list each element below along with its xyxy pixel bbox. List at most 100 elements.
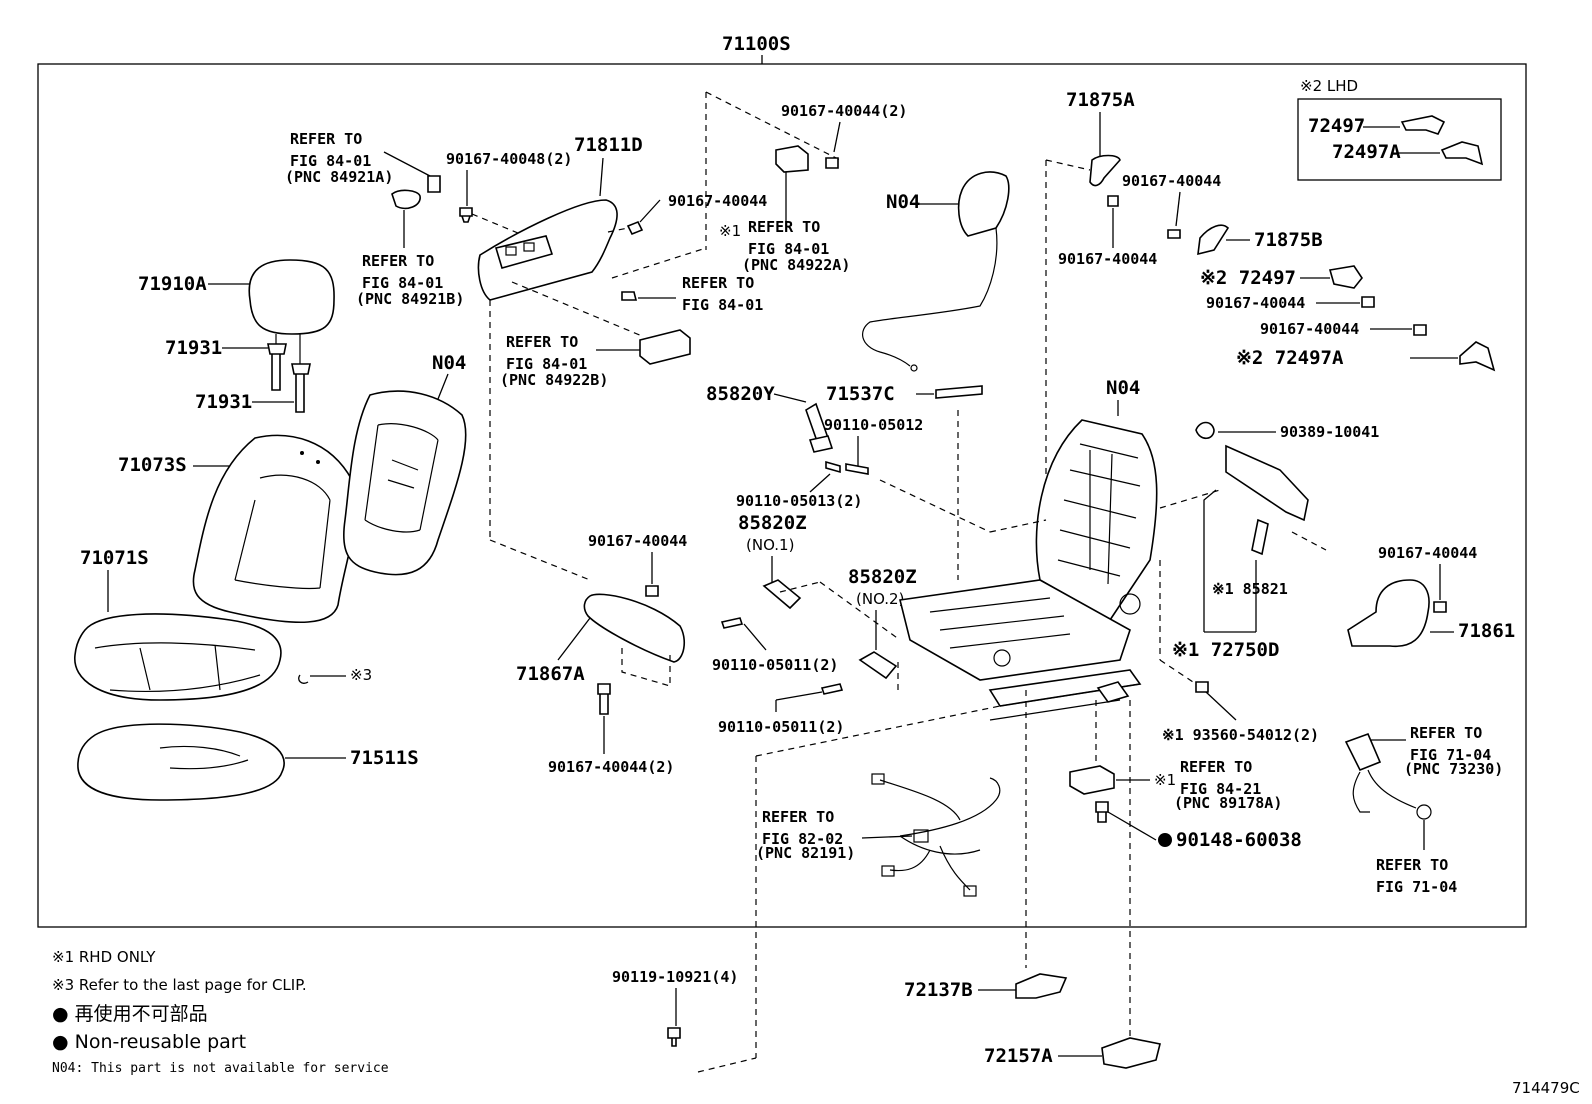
screw-90167-40044-2a [825, 157, 839, 169]
bolt-90110-05011-a [720, 617, 744, 629]
cover-71867a [583, 593, 686, 663]
figure-code: 714479C [1512, 1079, 1580, 1097]
label-note3: ※3 [350, 666, 372, 684]
note-clip: ※3 Refer to the last page for CLIP. [52, 976, 307, 994]
bolt-90119-10921 [667, 1027, 681, 1047]
refer-f-line2: FIG 84-21 [1180, 780, 1261, 798]
screw-90167-40044-g [645, 585, 659, 597]
sensor-85820z-no2 [858, 651, 898, 680]
refer-b-line3: (PNC 84921B) [356, 290, 464, 308]
label-71910a: 71910A [138, 273, 207, 295]
bolt-90110-05013 [825, 460, 841, 474]
note-non-reusable-en: ● Non-reusable part [52, 1031, 246, 1053]
label-90167-40044-e: 90167-40044 [1260, 320, 1359, 338]
label-90167-40044-a: 90167-40044 [668, 192, 767, 210]
label-n04-frame: N04 [1106, 377, 1140, 399]
refer-b-line2: FIG 84-01 [362, 274, 443, 292]
label-71875b: 71875B [1254, 229, 1323, 251]
refer-f-line3: (PNC 89178A) [1174, 794, 1282, 812]
screw-refer-c [621, 291, 638, 301]
refer-a-line2: FIG 84-01 [290, 152, 371, 170]
label-90148-60038: 90148-60038 [1176, 829, 1302, 851]
refer-g-line3: (PNC 73230) [1404, 760, 1503, 778]
label-72137b: 72137B [904, 979, 973, 1001]
bolt-90148 [1095, 801, 1109, 823]
label-71931-b: 71931 [195, 391, 252, 413]
headrest-support-a [267, 343, 287, 391]
bracket-72497a-lhd [1440, 141, 1484, 166]
buckle-73230 [1344, 732, 1382, 772]
screw-90167-40044-2b [597, 683, 611, 715]
label-90119-10921: 90119-10921(4) [612, 968, 738, 986]
label-85821: ※1 85821 [1212, 580, 1288, 598]
label-90167-40048: 90167-40048(2) [446, 150, 572, 168]
label-90110-05011-b: 90110-05011(2) [718, 718, 844, 736]
lhd-item-72497: 72497 [1308, 115, 1365, 137]
label-71071s: 71071S [80, 547, 149, 569]
label-85820z-no1: 85820Z [738, 512, 807, 534]
refer-i-line1: REFER TO [762, 808, 834, 826]
cover-71875b [1197, 224, 1230, 256]
note-non-reusable-jp: ● 再使用不可部品 [52, 1003, 208, 1025]
label-72497a-rhd: ※2 72497A [1236, 347, 1344, 369]
refer-g-line1: REFER TO [1410, 724, 1482, 742]
label-72157a: 72157A [984, 1045, 1053, 1067]
refer-d-line1: REFER TO [506, 333, 578, 351]
refer-d-line3: (PNC 84922B) [500, 371, 608, 389]
seat-cushion-pad [77, 723, 285, 801]
label-85820z-no1-sub: (NO.1) [746, 536, 794, 554]
refer-h-line2: FIG 71-04 [1376, 878, 1457, 896]
switch-panel [494, 235, 554, 269]
screw-90167-40048 [459, 207, 473, 223]
label-90167-40044-2b: 90167-40044(2) [548, 758, 674, 776]
headrest [248, 259, 335, 335]
clip-84921a [427, 175, 441, 193]
label-90167-40044-c: 90167-40044 [1058, 250, 1157, 268]
switch-84922b [639, 329, 691, 365]
refer-d-line2: FIG 84-01 [506, 355, 587, 373]
screw-90167-40044-b [1167, 229, 1181, 239]
seat-cushion-frame [899, 579, 1131, 681]
label-71867a: 71867A [516, 663, 585, 685]
refer-b-line1: REFER TO [362, 252, 434, 270]
bracket-72497a [1459, 341, 1496, 372]
note-rhd-only: ※1 RHD ONLY [52, 948, 156, 966]
label-71811d: 71811D [574, 134, 643, 156]
cover-71875a [1089, 154, 1121, 187]
screw-90167-40044-e [1413, 324, 1427, 336]
refer-c-line1: REFER TO [682, 274, 754, 292]
lumbar-support [957, 171, 1010, 237]
label-n04-back-pad: N04 [432, 352, 466, 374]
bolt-90110-05011-b [820, 683, 844, 695]
seat-cushion-cover [74, 613, 282, 701]
label-90167-40044-g: 90167-40044 [588, 532, 687, 550]
label-71861: 71861 [1458, 620, 1515, 642]
bolt-90110-05012 [845, 463, 869, 475]
refer-e-mark: ※1 [719, 222, 741, 240]
refer-c-line2: FIG 84-01 [682, 296, 763, 314]
label-85820y: 85820Y [706, 383, 775, 405]
cover-72137b [1015, 973, 1068, 999]
refer-a-line1: REFER TO [290, 130, 362, 148]
label-90110-05012: 90110-05012 [824, 416, 923, 434]
label-90167-40044-b: 90167-40044 [1122, 172, 1221, 190]
label-90389-10041: 90389-10041 [1280, 423, 1379, 441]
connector-89178a [1069, 765, 1115, 795]
label-71931-a: 71931 [165, 337, 222, 359]
assembly-frame [37, 63, 1527, 928]
label-85820z-no2: 85820Z [848, 566, 917, 588]
bolt-93560 [1195, 681, 1209, 693]
label-90167-40044-f: 90167-40044 [1378, 544, 1477, 562]
seat-back-pad [343, 390, 467, 576]
label-72750d: ※1 72750D [1172, 639, 1279, 661]
cover-72157a [1101, 1037, 1161, 1069]
screw-90167-40044-d [1361, 296, 1375, 308]
refer-h-line1: REFER TO [1376, 856, 1448, 874]
refer-i-line2: FIG 82-02 [762, 830, 843, 848]
refer-e-line1: REFER TO [748, 218, 820, 236]
headrest-support-b [291, 363, 311, 413]
refer-e-line3: (PNC 84922A) [742, 256, 850, 274]
lhd-box [1297, 98, 1502, 181]
